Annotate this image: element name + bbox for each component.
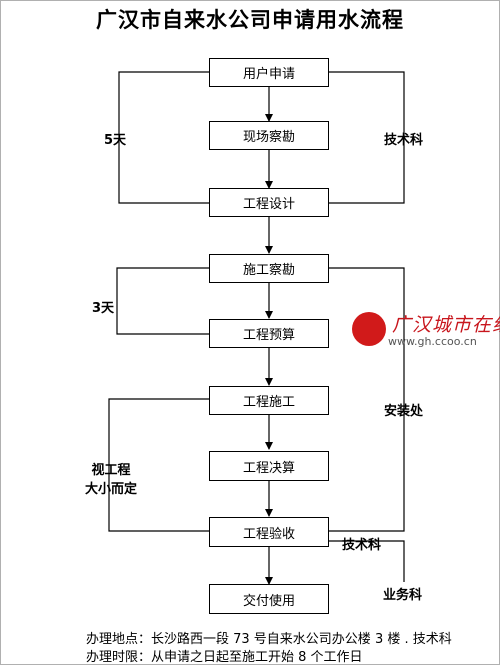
step-construction-survey: 施工察勘 — [209, 254, 329, 283]
footer-location: 办理地点：长沙路西一段 73 号自来水公司办公楼 3 楼 . 技术科 — [86, 632, 452, 647]
label-5-days: 5天 — [104, 133, 127, 148]
bracket-3-days — [116, 267, 209, 335]
page-title: 广汉市自来水公司申请用水流程 — [96, 7, 404, 32]
step-construction: 工程施工 — [209, 386, 329, 415]
step-budget: 工程预算 — [209, 319, 329, 348]
watermark-seal-icon — [352, 312, 386, 346]
branch-business-dept — [329, 540, 405, 582]
label-installation-office: 安装处 — [384, 404, 424, 419]
bracket-installation — [329, 267, 405, 532]
bracket-5-days — [118, 71, 209, 204]
footer-timeline: 办理时限：从申请之日起至施工开始 8 个工作日 — [86, 650, 363, 665]
step-site-survey: 现场察勘 — [209, 121, 329, 150]
bracket-tech-dept — [329, 71, 405, 204]
step-design: 工程设计 — [209, 188, 329, 217]
watermark-url: www.gh.ccoo.cn — [388, 335, 477, 348]
label-depends-size: 视工程 大小而定 — [84, 463, 137, 497]
step-apply: 用户申请 — [209, 58, 329, 87]
label-business-dept: 业务科 — [383, 588, 423, 603]
label-3-days: 3天 — [92, 301, 115, 316]
bracket-depends — [108, 398, 209, 532]
step-delivery: 交付使用 — [209, 584, 329, 614]
watermark-logo: 广汉城市在线 www.gh.ccoo.cn — [352, 308, 500, 352]
step-settlement: 工程决算 — [209, 451, 329, 481]
label-tech-dept-top: 技术科 — [384, 133, 424, 148]
step-acceptance: 工程验收 — [209, 517, 329, 547]
label-tech-dept-bottom: 技术科 — [342, 538, 382, 553]
watermark-brand: 广汉城市在线 — [392, 314, 500, 336]
